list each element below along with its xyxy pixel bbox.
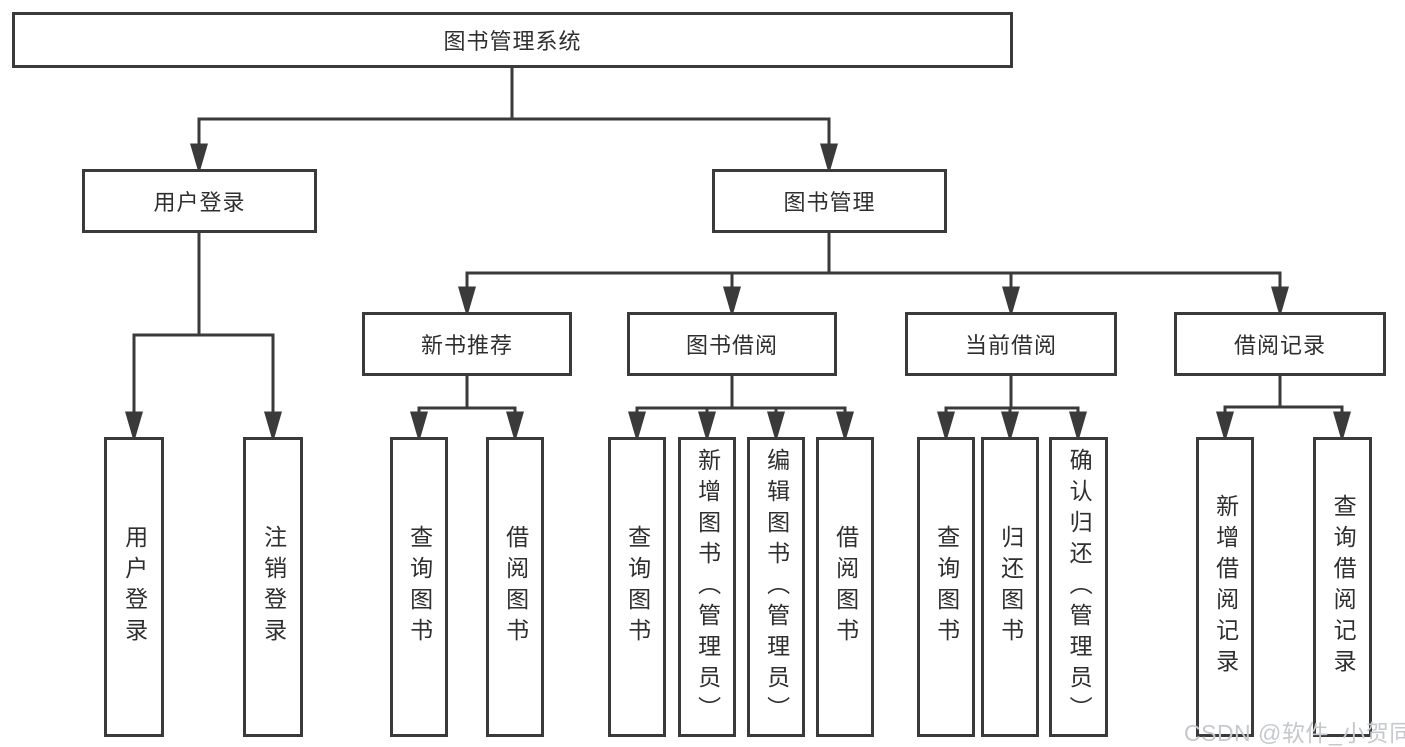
node-query-books-borrowing: 查询图书 — [608, 437, 666, 737]
node-label: 图书管理 — [783, 190, 876, 215]
node-label: 当前借阅 — [964, 333, 1057, 358]
node-confirm-return-admin: 确认归还（管理员） — [1049, 437, 1108, 737]
node-label: 借阅记录 — [1233, 333, 1326, 358]
node-label: 归还图书 — [997, 525, 1024, 649]
node-query-books-recommend: 查询图书 — [390, 437, 448, 737]
node-label: 查询图书 — [624, 525, 651, 649]
connector-current-borrowing-to-children — [937, 376, 1087, 443]
node-label: 新增借阅记录 — [1212, 494, 1239, 680]
node-label: 新书推荐 — [420, 333, 513, 358]
node-book-borrowing: 图书借阅 — [627, 312, 837, 376]
connector-root-to-level2 — [190, 68, 838, 175]
node-add-borrow-record: 新增借阅记录 — [1196, 437, 1254, 737]
node-add-books-admin: 新增图书（管理员） — [678, 437, 736, 737]
connector-new-book-to-children — [410, 376, 524, 443]
node-label: 编辑图书（管理员） — [763, 447, 790, 727]
node-label: 注销登录 — [260, 525, 287, 649]
connector-borrow-records-to-children — [1216, 376, 1351, 443]
node-query-borrow-record: 查询借阅记录 — [1313, 437, 1372, 737]
node-book-management: 图书管理 — [712, 169, 947, 233]
node-borrow-books-leaf: 借阅图书 — [816, 437, 874, 737]
node-new-book-recommendation: 新书推荐 — [362, 312, 572, 376]
connector-user-login-to-children — [125, 233, 282, 443]
node-borrowing-records: 借阅记录 — [1174, 312, 1386, 376]
node-current-borrowing: 当前借阅 — [905, 312, 1117, 376]
node-return-books: 归还图书 — [981, 437, 1039, 737]
node-user-login: 用户登录 — [82, 169, 317, 233]
connector-book-management-to-level3 — [458, 233, 1289, 318]
node-label: 借阅图书 — [832, 525, 859, 649]
node-borrow-books-recommend: 借阅图书 — [486, 437, 544, 737]
node-label: 查询图书 — [933, 525, 960, 649]
node-label: 查询借阅记录 — [1330, 494, 1357, 680]
node-user-login-leaf: 用户登录 — [104, 437, 164, 737]
node-query-books-current: 查询图书 — [917, 437, 975, 737]
node-label: 用户登录 — [121, 525, 148, 649]
connector-book-borrowing-to-children — [628, 376, 854, 443]
node-label: 图书管理系统 — [443, 29, 582, 54]
node-label: 确认归还（管理员） — [1066, 447, 1093, 727]
node-edit-books-admin: 编辑图书（管理员） — [747, 437, 805, 737]
node-logout-leaf: 注销登录 — [243, 437, 303, 737]
csdn-watermark: CSDN @软件_小贺同学 — [1184, 720, 1405, 746]
node-library-management-system: 图书管理系统 — [12, 12, 1013, 68]
node-label: 借阅图书 — [502, 525, 529, 649]
node-label: 查询图书 — [406, 525, 433, 649]
node-label: 新增图书（管理员） — [694, 447, 721, 727]
node-label: 图书借阅 — [685, 333, 778, 358]
node-label: 用户登录 — [153, 190, 246, 215]
